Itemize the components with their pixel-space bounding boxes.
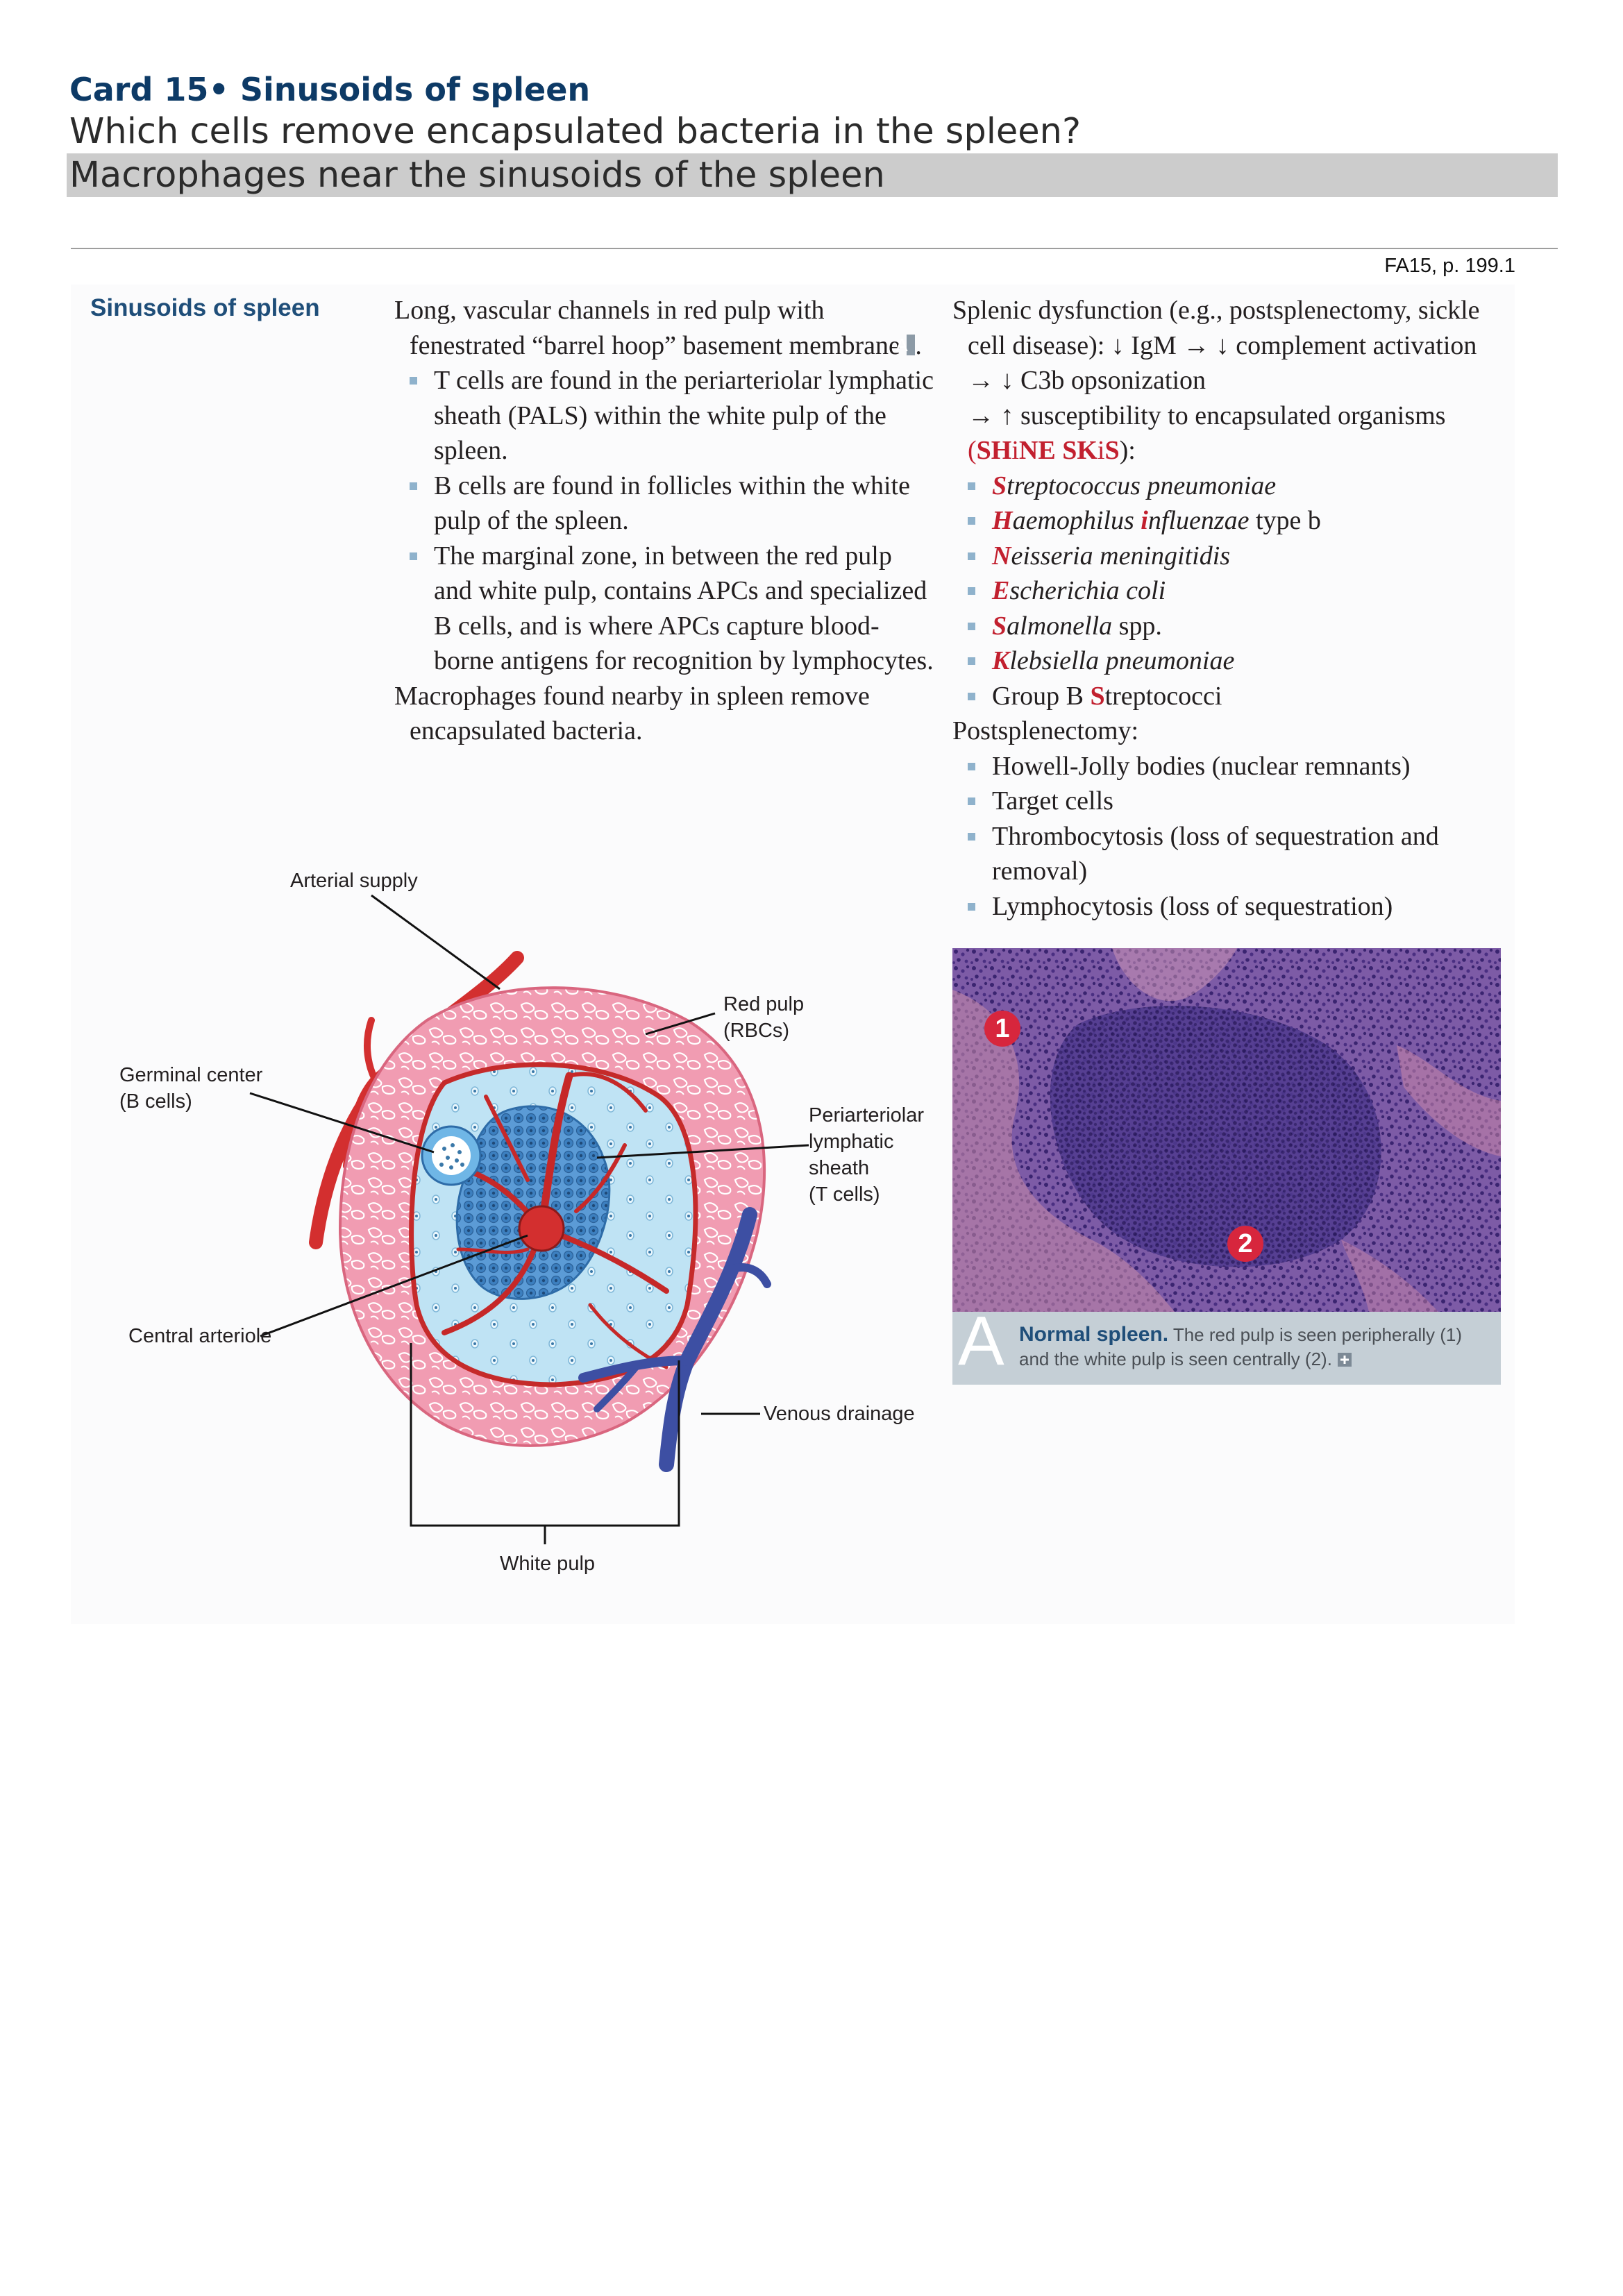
label-germinal-center: Germinal center(B cells) <box>119 1064 263 1113</box>
bullet-item: B cells are found in follicles within th… <box>394 469 936 539</box>
dysfunction-paragraph: Splenic dysfunction (e.g., postsplenecto… <box>952 296 1480 465</box>
organism-item: Streptococcus pneumoniae <box>952 469 1501 504</box>
mnemonic: (SHiNE SKiS): <box>968 436 1136 465</box>
marker-2: 2 <box>1227 1226 1263 1262</box>
bullet-item: T cells are found in the periarteriolar … <box>394 363 936 469</box>
section-heading: Sinusoids of spleen <box>90 294 320 321</box>
figure-caption: Normal spleen. The red pulp is seen peri… <box>1019 1323 1463 1369</box>
card-title: Card 15• Sinusoids of spleen <box>69 71 591 108</box>
card-answer: Macrophages near the sinusoids of the sp… <box>69 155 885 196</box>
white-pulp-area <box>1050 1005 1381 1267</box>
postsplenectomy-title: Postsplenectomy: <box>952 716 1139 745</box>
plus-box-icon <box>1338 1353 1352 1367</box>
central-arteriole <box>518 1205 565 1252</box>
spleen-micrograph <box>952 948 1501 1312</box>
label-venous-drainage: Venous drainage <box>764 1403 915 1425</box>
description-column: Long, vascular channels in red pulp with… <box>394 293 936 749</box>
intro-paragraph: Long, vascular channels in red pulp with… <box>394 296 922 360</box>
label-arterial-supply: Arterial supply <box>290 870 418 892</box>
bullet-item: The marginal zone, in between the red pu… <box>394 539 936 679</box>
figure-label: A <box>958 1302 1004 1380</box>
postsplenectomy-item: Lymphocytosis (loss of sequestration) <box>952 889 1501 925</box>
card-question: Which cells remove encapsulated bacteria… <box>69 111 1082 152</box>
organism-item: Group B Streptococci <box>952 679 1501 714</box>
organism-item: Haemophilus influenzae type b <box>952 503 1501 539</box>
spleen-diagram <box>249 894 809 1544</box>
label-red-pulp: Red pulp(RBCs) <box>723 993 805 1042</box>
organism-item: Escherichia coli <box>952 573 1501 609</box>
organism-item: Klebsiella pneumoniae <box>952 643 1501 679</box>
dysfunction-column: Splenic dysfunction (e.g., postsplenecto… <box>952 293 1501 924</box>
postsplenectomy-item: Thrombocytosis (loss of sequestration an… <box>952 819 1501 889</box>
macrophage-paragraph: Macrophages found nearby in spleen remov… <box>394 681 870 746</box>
answer-highlight <box>67 153 1558 197</box>
caption-box <box>952 1312 1501 1385</box>
organism-item: Neisseria meningitidis <box>952 539 1501 574</box>
organism-item: Salmonella spp. <box>952 609 1501 644</box>
marker-1: 1 <box>984 1011 1020 1047</box>
page-reference: FA15, p. 199.1 <box>1384 255 1515 277</box>
postsplenectomy-item: Howell-Jolly bodies (nuclear remnants) <box>952 749 1501 784</box>
postsplenectomy-item: Target cells <box>952 784 1501 819</box>
divider <box>71 248 1558 249</box>
label-white-pulp: White pulp <box>500 1553 596 1575</box>
label-central-arteriole: Central arteriole <box>128 1325 272 1347</box>
